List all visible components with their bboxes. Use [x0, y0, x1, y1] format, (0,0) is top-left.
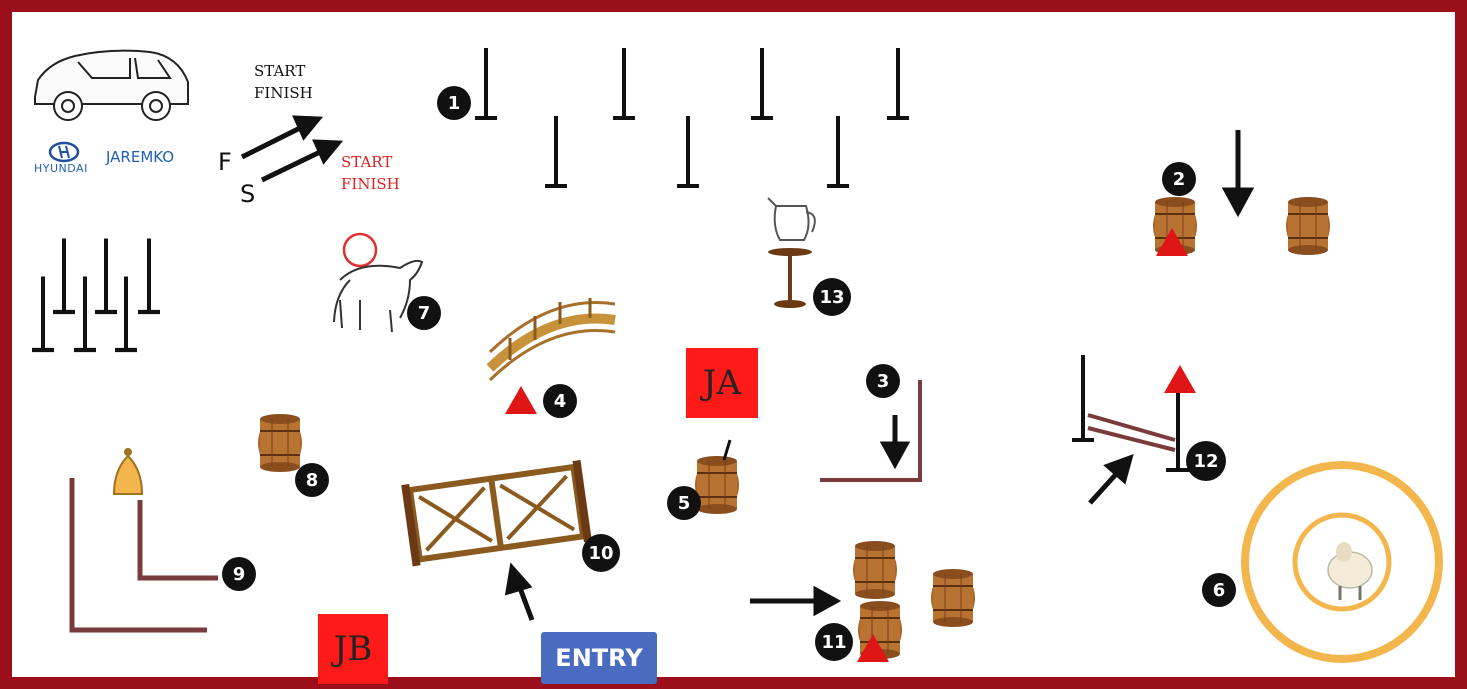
jump-poles-12	[1072, 355, 1190, 472]
arrow-icon	[1088, 454, 1134, 505]
station-1-number: 1	[437, 86, 471, 120]
letter-f: F	[218, 148, 232, 176]
station-4-number: 4	[543, 384, 577, 418]
station-5-number: 5	[667, 486, 701, 520]
corner-poles-3	[820, 380, 922, 482]
arrow-icon	[1221, 130, 1255, 218]
station-12-number: 12	[1186, 441, 1226, 481]
start-label: START	[254, 62, 306, 80]
sheep-ring	[1241, 461, 1443, 663]
pitcher-icon	[767, 197, 816, 308]
station-2-number: 2	[1162, 162, 1196, 196]
station-9-number: 9	[222, 557, 256, 591]
jaremko-brand: JAREMKO	[106, 148, 175, 166]
station-3-number: 3	[866, 364, 900, 398]
arrow-icon	[879, 415, 911, 470]
cone-icon	[505, 386, 537, 414]
bell-icon	[112, 448, 144, 495]
barrel-icon	[694, 455, 740, 515]
arrow-icon	[504, 562, 535, 621]
bridge-icon	[486, 298, 616, 382]
letter-s: S	[240, 180, 256, 208]
start-finish-red: START FINISH	[341, 151, 400, 195]
finish-label: FINISH	[254, 84, 313, 102]
judge-b-marker: JB	[318, 614, 388, 684]
gate-icon	[401, 459, 592, 567]
station-11-number: 11	[815, 623, 853, 661]
barrel-icon	[930, 568, 976, 628]
station-7-number: 7	[407, 296, 441, 330]
barrel-icon	[1285, 196, 1331, 256]
bull-icon	[333, 232, 424, 333]
station-8-number: 8	[295, 463, 329, 497]
station-6-number: 6	[1202, 573, 1236, 607]
start-finish-black: START FINISH	[254, 60, 313, 104]
weave-poles-left	[32, 239, 160, 351]
start-arrows	[240, 115, 344, 183]
hyundai-brand: HYUNDAI	[34, 162, 88, 175]
station-10-number: 10	[582, 534, 620, 572]
car-icon	[34, 49, 189, 121]
start-label: START	[341, 153, 393, 171]
cone-icon	[1164, 365, 1196, 393]
hyundai-logo	[48, 141, 80, 163]
entry-sign: ENTRY	[541, 632, 657, 684]
station-13-number: 13	[813, 278, 851, 316]
corner-poles-9	[69, 478, 218, 633]
judge-a-marker: JA	[686, 348, 758, 418]
sheep-icon	[1327, 542, 1373, 600]
barrel-icon	[257, 413, 303, 473]
barrel-icon	[852, 540, 898, 600]
arrow-icon	[750, 585, 842, 617]
finish-label: FINISH	[341, 175, 400, 193]
weave-poles-top	[473, 46, 911, 188]
